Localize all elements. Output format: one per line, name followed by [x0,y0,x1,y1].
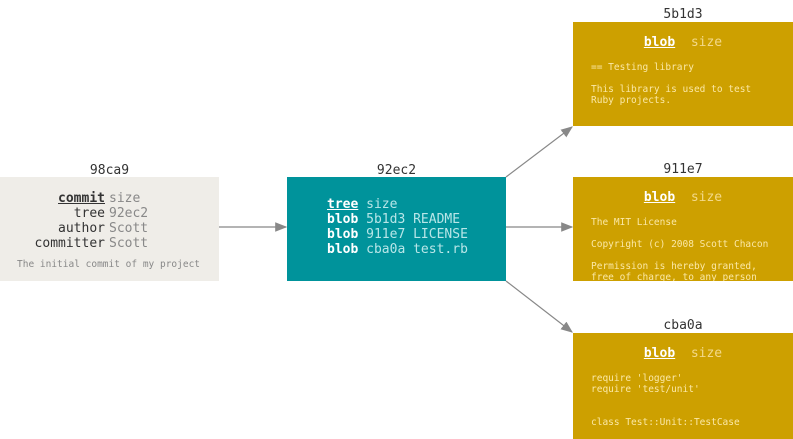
tree-object: tree size blob 5b1d3 README blob 911e7 L… [287,177,506,281]
tree-entry: blob cba0a test.rb [327,242,468,257]
blob-size: size [690,190,723,205]
commit-key-author: author [58,221,105,236]
blob-type: blob [643,346,676,361]
arrow-tree-to-blob-cba0a [505,280,573,333]
commit-id-label: 98ca9 [89,163,130,178]
blob-size: size [690,346,723,361]
blob-size: size [690,35,723,50]
blob-content: The MIT License Copyright (c) 2008 Scott… [591,217,769,281]
blob-id-label: 5b1d3 [663,7,703,22]
tree-type: tree [327,197,359,212]
blob-content: == Testing library This library is used … [591,62,752,106]
commit-value-author: Scott [109,221,149,236]
commit-type: commit [58,191,105,206]
commit-key-committer: committer [34,236,105,251]
commit-size: size [109,191,141,206]
tree-entry: blob 5b1d3 README [327,212,461,227]
blob-object-5b1d3: blob size == Testing library This library… [573,22,793,126]
tree-size: size [366,197,398,212]
tree-entry: blob 911e7 LICENSE [327,227,468,242]
arrow-tree-to-blob-5b1d3 [505,126,573,178]
commit-value-tree: 92ec2 [109,206,149,221]
blob-type: blob [643,190,676,205]
commit-key-tree: tree [73,206,105,221]
commit-value-committer: Scott [109,236,149,251]
tree-id-label: 92ec2 [376,163,417,178]
blob-object-cba0a: blob size require 'logger' require 'test/… [573,333,793,439]
commit-message: The initial commit of my project [17,259,201,270]
blob-id-label: cba0a [663,318,703,333]
blob-type: blob [643,35,676,50]
blob-content: require 'logger' require 'test/unit' cla… [591,373,740,428]
blob-id-label: 911e7 [663,162,703,177]
